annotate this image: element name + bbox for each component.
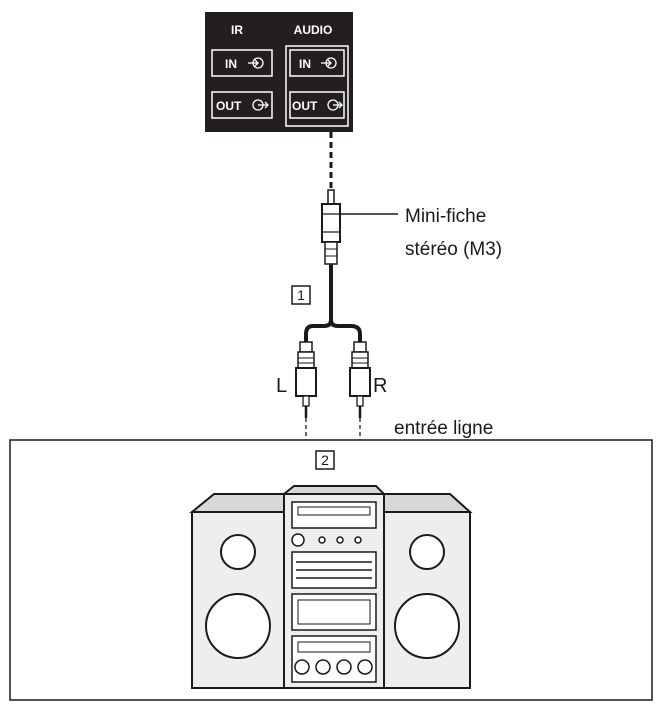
device-number: 2	[321, 452, 329, 468]
audio-group-frame	[285, 45, 349, 127]
ir-in-arrow-icon	[248, 57, 264, 69]
cable-split-left	[304, 319, 333, 342]
audio-in-arrow-icon	[321, 57, 337, 69]
stereo-system-icon	[189, 485, 473, 689]
line-input-label: entrée ligne	[394, 418, 493, 439]
ir-in-port	[211, 49, 273, 77]
mini-plug-label-line1: Mini-fiche	[405, 206, 486, 227]
rca-plug-left-icon	[295, 341, 317, 418]
mini-plug-label-line2: stéréo (M3)	[405, 239, 502, 260]
cable-split-right	[329, 319, 362, 342]
ir-out-arrow-icon	[252, 99, 269, 111]
center-unit	[281, 485, 387, 689]
ir-out-label: OUT	[216, 99, 242, 113]
stereo-mini-plug-icon	[321, 189, 341, 265]
terminal-panel: IR AUDIO IN OUT IN OUT	[205, 12, 353, 132]
audio-in-label: IN	[299, 57, 311, 71]
device-number-box	[315, 450, 335, 470]
cable-number: 1	[297, 287, 305, 303]
audio-label: AUDIO	[294, 23, 333, 37]
right-speaker	[383, 493, 473, 689]
audio-out-label: OUT	[292, 99, 318, 113]
ir-label: IR	[231, 23, 243, 37]
right-channel-label: R	[373, 375, 387, 397]
audio-in-port	[289, 49, 345, 77]
audio-out-arrow-icon	[327, 99, 343, 111]
left-speaker	[189, 493, 285, 689]
left-channel-label: L	[276, 375, 287, 397]
ir-in-label: IN	[225, 57, 237, 71]
rca-plug-right-icon	[349, 341, 371, 418]
cable-number-box	[291, 285, 311, 305]
